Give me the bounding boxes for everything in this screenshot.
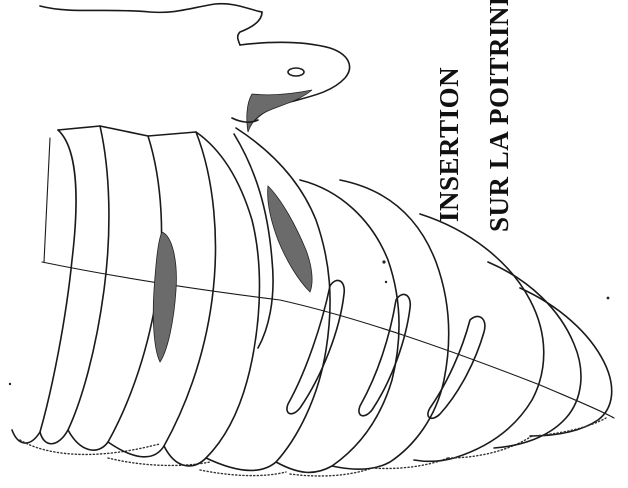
muscle-slip-2-dots bbox=[20, 440, 160, 454]
speck-2 bbox=[607, 297, 610, 300]
muscle-slip-2 bbox=[68, 126, 162, 450]
back-edge bbox=[44, 138, 50, 262]
body-top-outline bbox=[40, 4, 262, 13]
finger-6 bbox=[359, 294, 410, 415]
muscle-slip-5 bbox=[206, 128, 330, 471]
muscle-slip-9 bbox=[488, 262, 581, 448]
muscle-slip-4-inner-band bbox=[234, 134, 273, 348]
insertion-stipple-2 bbox=[268, 186, 312, 292]
muscle-slip-8 bbox=[414, 214, 544, 461]
muscle-slip-10 bbox=[520, 288, 612, 436]
muscle-slip-7-dots bbox=[372, 458, 448, 469]
speck-4 bbox=[385, 281, 387, 283]
muscle-slip-10-dots bbox=[532, 418, 606, 436]
neck-outline bbox=[238, 12, 262, 45]
armpit-shading bbox=[247, 90, 312, 132]
speck-3 bbox=[9, 383, 11, 385]
caption-group: INSERTION SUR LA POITRINE bbox=[434, 0, 514, 232]
caption-line-1: INSERTION bbox=[434, 67, 464, 222]
muscle-slip-5-dots bbox=[200, 470, 286, 476]
insertion-stipple-1 bbox=[153, 232, 176, 362]
muscle-slip-1 bbox=[12, 130, 76, 443]
eye-mark bbox=[288, 68, 304, 76]
muscle-slip-8-dots bbox=[448, 436, 532, 458]
speck-1 bbox=[382, 260, 385, 263]
caption-line-2: SUR LA POITRINE bbox=[484, 0, 514, 232]
